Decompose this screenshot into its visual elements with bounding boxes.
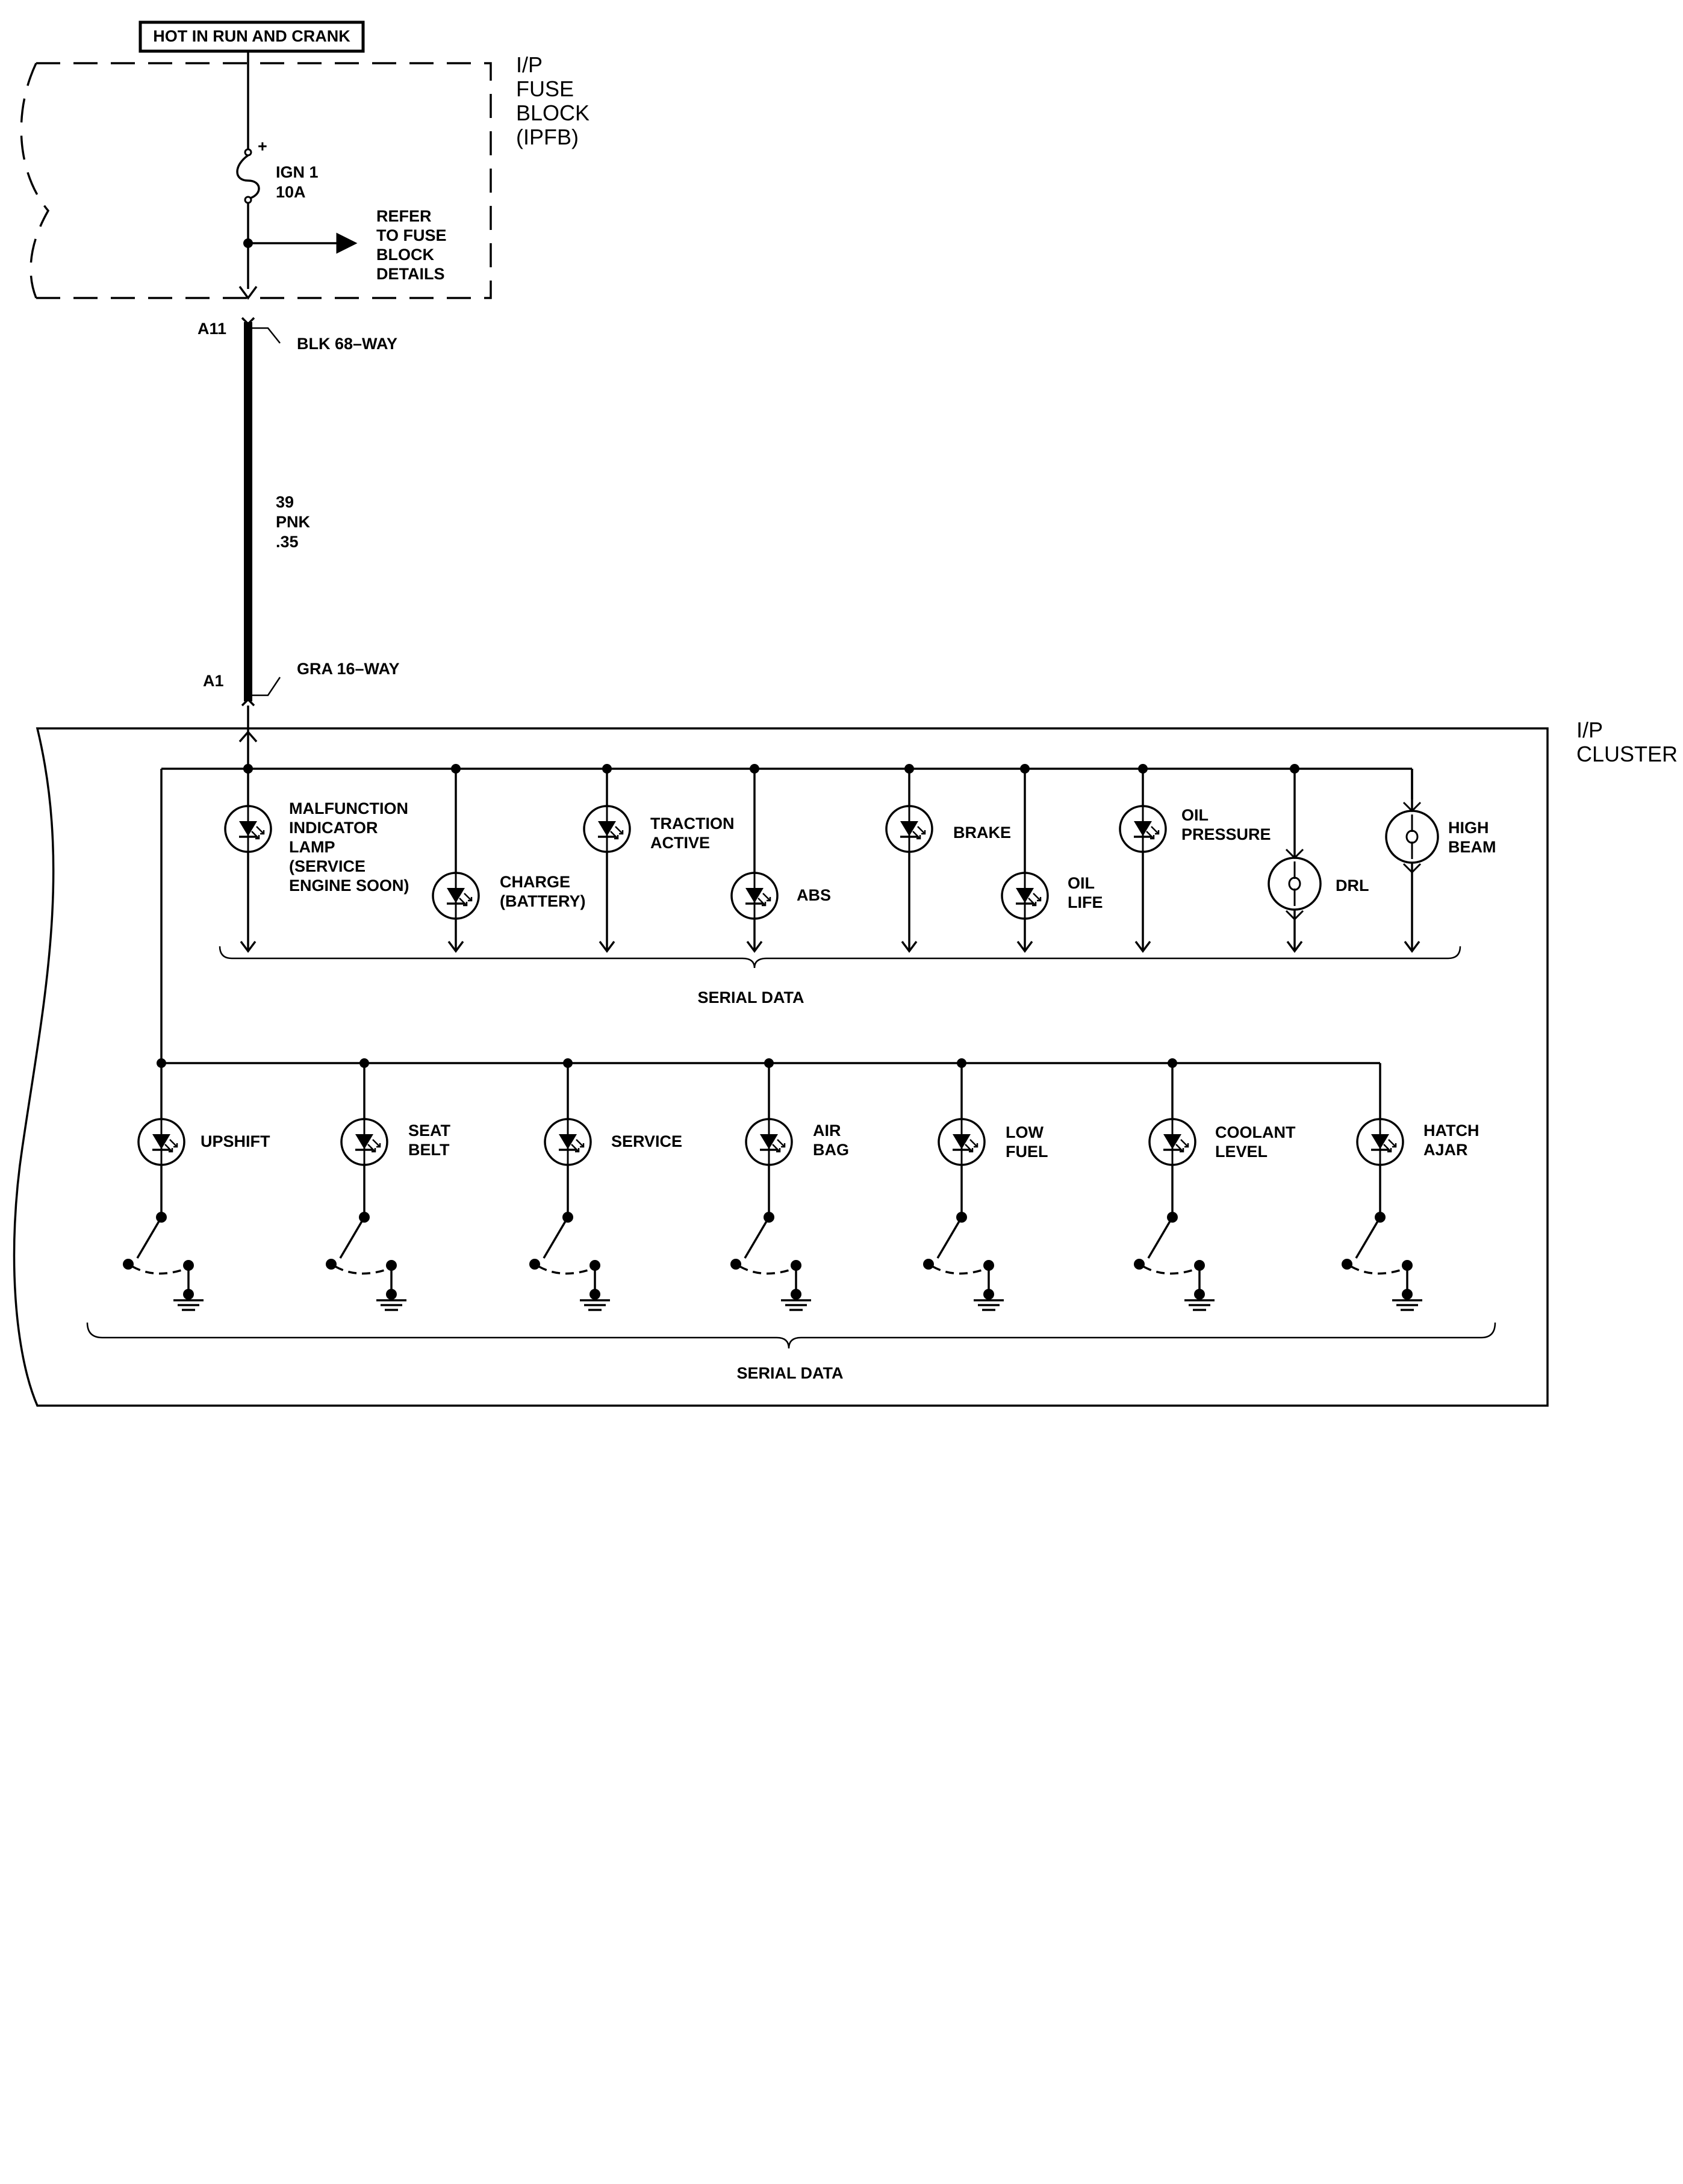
indicator-label: BRAKE <box>953 824 1011 842</box>
svg-text:FUSE: FUSE <box>516 76 574 101</box>
indicator-label: (SERVICE <box>289 857 366 875</box>
svg-text:REFER: REFER <box>376 207 432 225</box>
pin-a1: A1 <box>203 672 224 690</box>
indicator-service: SERVICE <box>529 1058 682 1311</box>
connector-blk-68: BLK 68–WAY <box>297 335 397 353</box>
indicator-label: (BATTERY) <box>500 892 585 910</box>
indicator-label: ACTIVE <box>650 834 710 852</box>
indicator-brake: BRAKE <box>885 764 1011 953</box>
svg-text:BLOCK: BLOCK <box>376 246 434 264</box>
indicator-abs: ABS <box>730 764 831 953</box>
pin-a11: A11 <box>198 320 226 338</box>
svg-text:I/P: I/P <box>1576 718 1603 742</box>
indicator-label: FUEL <box>1006 1143 1048 1161</box>
indicator-label: BELT <box>408 1141 450 1159</box>
svg-text:(IPFB): (IPFB) <box>516 125 579 149</box>
svg-text:BLOCK: BLOCK <box>516 101 590 125</box>
fuse-name: IGN 1 <box>276 163 319 181</box>
wire-circuit: 39 <box>276 493 294 511</box>
indicator-label: ABS <box>797 886 831 904</box>
indicator-label: LEVEL <box>1215 1143 1268 1161</box>
indicator-label: HATCH <box>1423 1121 1479 1140</box>
indicator-label: CHARGE <box>500 873 570 891</box>
indicator-label: AIR <box>813 1121 841 1140</box>
indicator-label: AJAR <box>1423 1141 1468 1159</box>
indicator-label: DRL <box>1336 876 1369 895</box>
harness-wire <box>241 317 281 707</box>
indicator-upshift: UPSHIFT <box>123 1058 270 1311</box>
indicator-label: UPSHIFT <box>201 1132 270 1150</box>
indicator-label: PRESSURE <box>1181 825 1271 843</box>
fuse-rating: 10A <box>276 183 306 201</box>
fuse-plus: + <box>258 137 267 155</box>
svg-text:TO FUSE: TO FUSE <box>376 226 447 244</box>
indicator-label: SERVICE <box>611 1132 682 1150</box>
indicator-label: OIL <box>1068 874 1095 892</box>
refer-to-fuse-block-note: REFER TO FUSE BLOCK DETAILS <box>376 207 447 283</box>
wire-color: PNK <box>276 513 311 531</box>
indicator-label: LAMP <box>289 838 335 856</box>
top-serial-brace <box>219 946 1461 969</box>
indicator-label: LIFE <box>1068 893 1103 911</box>
svg-text:I/P: I/P <box>516 52 543 77</box>
indicator-label: ENGINE SOON) <box>289 876 409 895</box>
power-source-label: HOT IN RUN AND CRANK <box>138 20 365 53</box>
connector-gra-16: GRA 16–WAY <box>297 660 400 678</box>
indicator-label: COOLANT <box>1215 1123 1296 1141</box>
indicator-low-fuel: LOW FUEL <box>923 1058 1048 1311</box>
bottom-serial-brace <box>86 1322 1496 1349</box>
svg-text:CLUSTER: CLUSTER <box>1576 742 1678 766</box>
indicator-label: TRACTION <box>650 814 734 833</box>
wire-gauge: .35 <box>276 533 299 551</box>
hot-label: HOT IN RUN AND CRANK <box>153 27 350 45</box>
fuse-block-outline <box>20 62 492 299</box>
fuse-block-title: I/P FUSE BLOCK (IPFB) <box>516 52 590 149</box>
top-serial-data-label: SERIAL DATA <box>697 988 804 1007</box>
indicator-drl: DRL <box>1268 764 1369 953</box>
indicator-label: LOW <box>1006 1123 1044 1141</box>
indicator-label: OIL <box>1181 806 1209 824</box>
indicator-label: BEAM <box>1448 838 1496 856</box>
indicator-label: MALFUNCTION <box>289 799 408 817</box>
indicator-coolant-level: COOLANT LEVEL <box>1134 1058 1296 1311</box>
svg-text:DETAILS: DETAILS <box>376 265 445 283</box>
fuse-ign1: + IGN 1 10A <box>236 51 358 300</box>
cluster-outline <box>13 727 1549 1407</box>
indicator-label: HIGH <box>1448 819 1489 837</box>
cluster-title: I/P CLUSTER <box>1576 718 1678 766</box>
indicator-label: BAG <box>813 1141 849 1159</box>
indicator-label: SEAT <box>408 1121 451 1140</box>
indicator-charge-battery: CHARGE(BATTERY) <box>432 764 585 953</box>
cluster-input <box>238 706 258 768</box>
indicator-label: INDICATOR <box>289 819 378 837</box>
bottom-serial-data-label: SERIAL DATA <box>736 1364 843 1382</box>
